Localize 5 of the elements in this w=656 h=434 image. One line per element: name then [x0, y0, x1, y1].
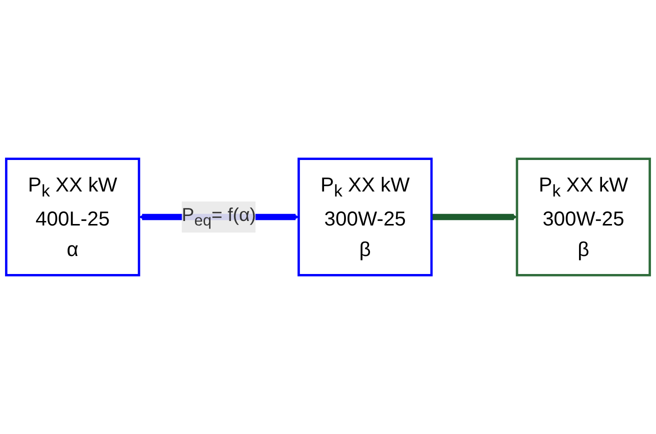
- node-box: P$_{k}$ XX kW 300W-25 β: [298, 158, 433, 276]
- node-box: P$_{k}$ XX kW 400L-25 α: [5, 158, 140, 276]
- node-box: P$_{k}$ XX kW 300W-25 β: [516, 158, 651, 276]
- edge-label: P$_{eq}$= f(α): [182, 204, 256, 230]
- arrow: [432, 214, 518, 220]
